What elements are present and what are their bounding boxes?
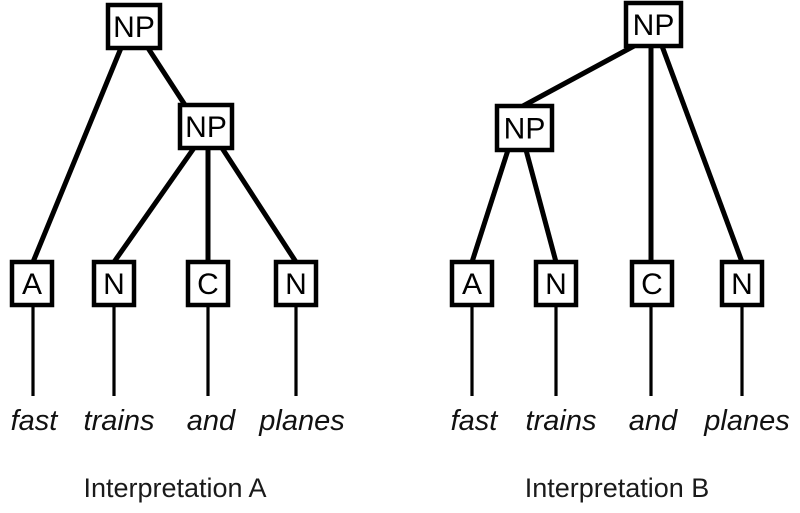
node-b-pos-n1[interactable]: N bbox=[533, 259, 579, 308]
node-box-b-pos-a bbox=[449, 259, 495, 308]
node-label-b-pos-c: C bbox=[641, 268, 663, 301]
edge-a-np-inner-to-a-pos-n1 bbox=[111, 146, 197, 264]
edge-b-np-inner-to-b-pos-n1 bbox=[523, 149, 559, 263]
node-a-pos-c[interactable]: C bbox=[185, 259, 231, 308]
node-label-b-np-root: NP bbox=[633, 9, 675, 42]
word-and: and bbox=[187, 405, 236, 437]
node-a-pos-n2[interactable]: N bbox=[273, 259, 319, 308]
node-label-b-pos-n2: N bbox=[731, 268, 753, 301]
node-label-a-pos-n2: N bbox=[285, 268, 307, 301]
node-box-b-pos-c bbox=[629, 259, 675, 308]
word-fast: fast bbox=[451, 405, 500, 437]
node-label-a-np-root: NP bbox=[113, 11, 155, 44]
caption-interpretation-b: Interpretation B bbox=[525, 473, 710, 503]
word-trains: trains bbox=[84, 405, 155, 437]
edge-b-np-root-to-b-pos-n2 bbox=[659, 45, 745, 263]
edge-b-np-root-to-b-np-inner bbox=[521, 43, 636, 109]
node-b-pos-a[interactable]: A bbox=[449, 259, 495, 308]
node-box-a-pos-n2 bbox=[273, 259, 319, 308]
node-b-pos-c[interactable]: C bbox=[629, 259, 675, 308]
node-box-b-np-root bbox=[623, 0, 684, 49]
word-planes: planes bbox=[703, 405, 789, 437]
node-a-pos-n1[interactable]: N bbox=[91, 259, 137, 308]
node-label-b-np-inner: NP bbox=[504, 113, 546, 146]
node-box-a-pos-a bbox=[9, 259, 55, 308]
node-a-pos-a[interactable]: A bbox=[9, 259, 55, 308]
node-b-pos-n2[interactable]: N bbox=[719, 259, 765, 308]
edge-a-np-root-to-a-np-inner bbox=[145, 46, 188, 107]
node-box-b-np-inner bbox=[494, 103, 555, 153]
edge-a-np-root-to-a-pos-a bbox=[30, 47, 124, 263]
node-label-b-pos-a: A bbox=[462, 268, 482, 301]
node-box-a-pos-c bbox=[185, 259, 231, 308]
node-label-b-pos-n1: N bbox=[545, 268, 567, 301]
node-label-a-np-inner: NP bbox=[185, 111, 227, 144]
word-planes: planes bbox=[258, 405, 344, 437]
node-b-np-inner[interactable]: NP bbox=[494, 103, 555, 153]
word-trains: trains bbox=[526, 405, 597, 437]
node-box-b-pos-n2 bbox=[719, 259, 765, 308]
node-b-np-root[interactable]: NP bbox=[623, 0, 684, 49]
word-and: and bbox=[629, 405, 678, 437]
edge-a-np-inner-to-a-pos-n2 bbox=[219, 146, 299, 264]
node-a-np-inner[interactable]: NP bbox=[177, 102, 235, 151]
node-box-a-np-root bbox=[105, 2, 163, 51]
caption-interpretation-a: Interpretation A bbox=[83, 473, 266, 503]
node-box-a-pos-n1 bbox=[91, 259, 137, 308]
node-label-a-pos-a: A bbox=[22, 268, 42, 301]
word-fast: fast bbox=[11, 405, 60, 437]
node-box-a-np-inner bbox=[177, 102, 235, 151]
node-a-np-root[interactable]: NP bbox=[105, 2, 163, 51]
node-box-b-pos-n1 bbox=[533, 259, 579, 308]
node-label-a-pos-c: C bbox=[197, 268, 219, 301]
node-label-a-pos-n1: N bbox=[103, 268, 125, 301]
edge-b-np-inner-to-b-pos-a bbox=[469, 149, 511, 263]
